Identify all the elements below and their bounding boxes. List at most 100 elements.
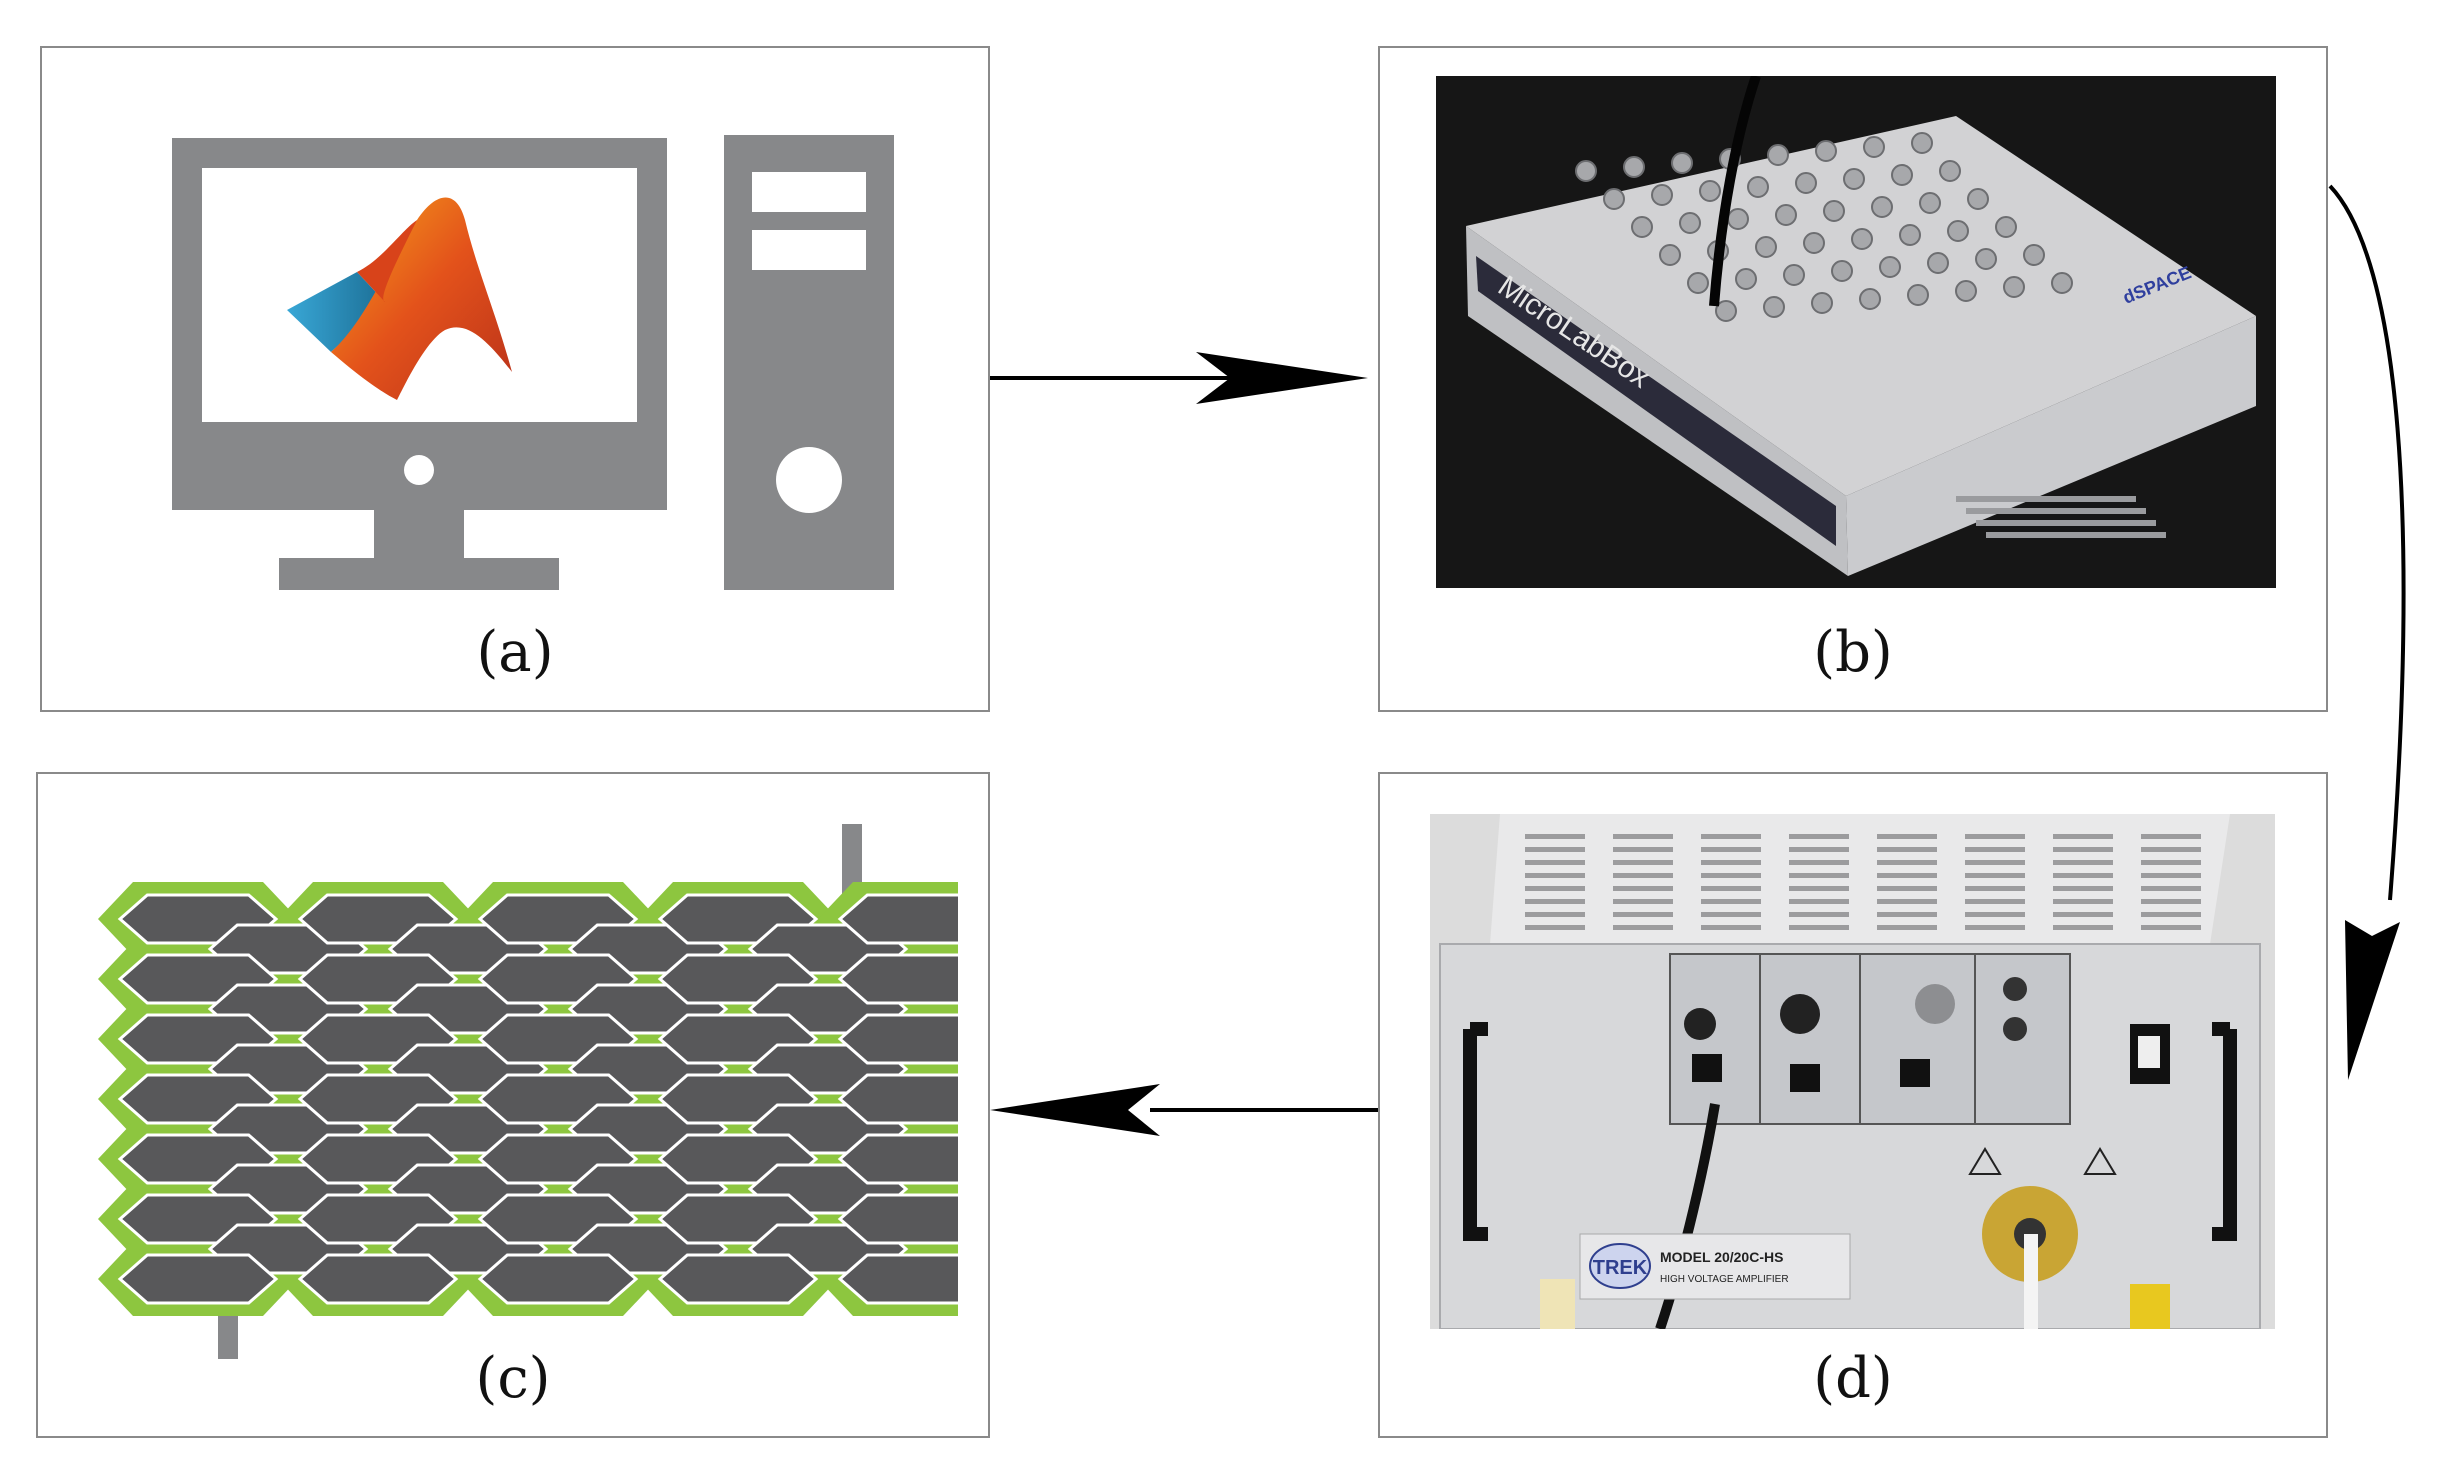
vent-slot bbox=[2053, 886, 2113, 891]
bnc-connector bbox=[1955, 280, 1977, 302]
bnc-connector bbox=[1795, 172, 1817, 194]
vent-slot bbox=[1613, 886, 1673, 891]
bnc-connector bbox=[1899, 224, 1921, 246]
model-label: MODEL 20/20C-HS bbox=[1660, 1249, 1783, 1265]
vent-slot bbox=[1613, 847, 1673, 852]
vent-slot bbox=[1877, 925, 1937, 930]
bnc-connector bbox=[1575, 160, 1597, 182]
bnc-connector bbox=[1859, 288, 1881, 310]
hexagon-electrode-array bbox=[98, 824, 958, 1359]
amplifier-label: HIGH VOLTAGE AMPLIFIER bbox=[1660, 1274, 1789, 1285]
vent-slot bbox=[1789, 873, 1849, 878]
vent-slot bbox=[1965, 899, 2025, 904]
vent-slot bbox=[1789, 847, 1849, 852]
vent-slot bbox=[1701, 925, 1761, 930]
panel-d: TREK MODEL 20/20C-HS HIGH VOLTAGE AMPLIF… bbox=[1378, 772, 2328, 1438]
vent-slot bbox=[2053, 899, 2113, 904]
bnc-connector bbox=[1783, 264, 1805, 286]
vent-slot bbox=[2053, 860, 2113, 865]
bnc-connector bbox=[1687, 272, 1709, 294]
hexagon-electrode bbox=[477, 1253, 639, 1305]
arrow-a-to-b bbox=[990, 352, 1368, 404]
vent-slot bbox=[1525, 899, 1585, 904]
bnc-connector bbox=[1871, 196, 1893, 218]
vent-slot bbox=[1877, 912, 1937, 917]
vent-slot bbox=[1701, 886, 1761, 891]
vent-slot bbox=[1701, 912, 1761, 917]
bnc-connector bbox=[1747, 176, 1769, 198]
vent-slot bbox=[1965, 834, 2025, 839]
vent-slot bbox=[1613, 899, 1673, 904]
vent-slot bbox=[2141, 834, 2201, 839]
bnc-connector bbox=[1775, 204, 1797, 226]
vent-slot bbox=[2141, 873, 2201, 878]
hexagon-electrode bbox=[837, 1073, 958, 1125]
bnc-connector bbox=[1879, 256, 1901, 278]
bnc-connector bbox=[1715, 300, 1737, 322]
vent-slot bbox=[1789, 925, 1849, 930]
vent-slot bbox=[1701, 834, 1761, 839]
vent-slot bbox=[1965, 847, 2025, 852]
bnc-connector bbox=[1911, 132, 1933, 154]
bnc-connector bbox=[1671, 152, 1693, 174]
bnc-connector bbox=[1659, 244, 1681, 266]
vent-slot bbox=[2053, 912, 2113, 917]
bnc-connector bbox=[2023, 244, 2045, 266]
vent-slot bbox=[1613, 860, 1673, 865]
vent-slot bbox=[1613, 834, 1673, 839]
vent-slot bbox=[1525, 925, 1585, 930]
vent-slot bbox=[1877, 847, 1937, 852]
vent-slot bbox=[2141, 912, 2201, 917]
bnc-connector bbox=[1939, 160, 1961, 182]
arrow-d-to-c bbox=[990, 1084, 1378, 1136]
bnc-connector bbox=[1699, 180, 1721, 202]
bnc-connector bbox=[1919, 192, 1941, 214]
hexagon-electrode bbox=[837, 893, 958, 945]
vent-slot bbox=[1789, 912, 1849, 917]
vent-slot bbox=[2141, 925, 2201, 930]
vent-slot bbox=[1965, 886, 2025, 891]
panel-b: MicroLabBox dSPACE (b) bbox=[1378, 46, 2328, 712]
bnc-connector bbox=[1755, 236, 1777, 258]
vent-slot bbox=[1525, 847, 1585, 852]
vent-slot bbox=[2141, 860, 2201, 865]
caption-d: (d) bbox=[1813, 1346, 1893, 1411]
vent-slot bbox=[1789, 834, 1849, 839]
bnc-connector bbox=[1651, 184, 1673, 206]
bnc-connector bbox=[1907, 284, 1929, 306]
bnc-connector bbox=[1811, 292, 1833, 314]
vent-slot bbox=[2141, 886, 2201, 891]
hexagon-electrode bbox=[297, 1253, 459, 1305]
caption-a: (a) bbox=[476, 620, 554, 685]
vent-slot bbox=[1965, 873, 2025, 878]
vent-slot bbox=[2053, 847, 2113, 852]
vent-slot bbox=[2141, 847, 2201, 852]
bnc-connector bbox=[1927, 252, 1949, 274]
bnc-connector bbox=[2003, 276, 2025, 298]
hexagon-electrode bbox=[837, 1253, 958, 1305]
hexagon-electrode bbox=[837, 1013, 958, 1065]
bnc-connector bbox=[1947, 220, 1969, 242]
bnc-connector bbox=[1623, 156, 1645, 178]
bnc-connector bbox=[1803, 232, 1825, 254]
pc-tower-icon bbox=[724, 135, 894, 590]
vent-slot bbox=[1877, 873, 1937, 878]
panel-a: (a) bbox=[40, 46, 990, 712]
panel-c: (c) bbox=[36, 772, 990, 1438]
vent-slot bbox=[1701, 873, 1761, 878]
bnc-connector bbox=[1767, 144, 1789, 166]
bnc-connector bbox=[1967, 188, 1989, 210]
vent-slot bbox=[2053, 834, 2113, 839]
vent-slot bbox=[1525, 873, 1585, 878]
bnc-connector bbox=[1891, 164, 1913, 186]
vent-slot bbox=[1525, 886, 1585, 891]
bnc-connector bbox=[1975, 248, 1997, 270]
bnc-connector bbox=[1735, 268, 1757, 290]
matlab-logo-icon bbox=[287, 197, 512, 400]
bnc-connector bbox=[1823, 200, 1845, 222]
vent-slot bbox=[1701, 860, 1761, 865]
bnc-connector bbox=[1763, 296, 1785, 318]
vent-slot bbox=[1701, 847, 1761, 852]
caption-c: (c) bbox=[475, 1346, 551, 1411]
